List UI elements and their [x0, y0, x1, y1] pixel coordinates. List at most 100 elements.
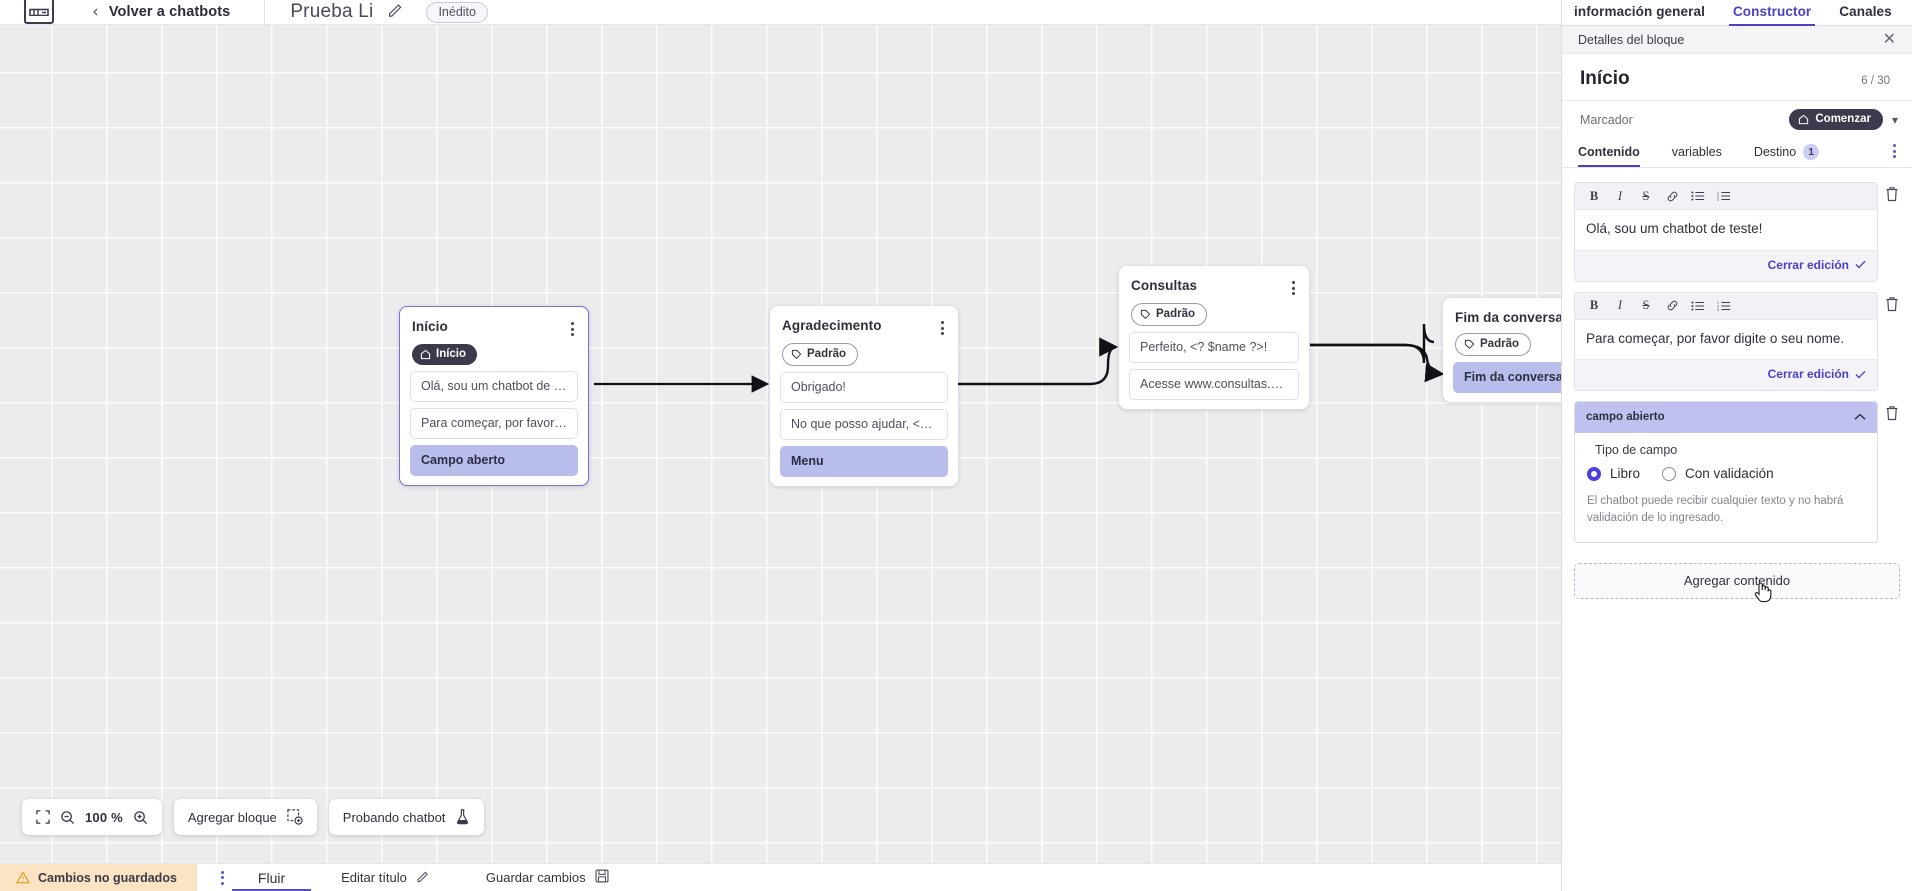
bulleted-list-icon[interactable]: [1685, 296, 1711, 316]
node-kebab-menu[interactable]: [941, 318, 944, 335]
node-tag-default[interactable]: Padrão: [1131, 303, 1207, 326]
flow-node-agradecimento[interactable]: Agradecimento Padrão Obrigado! No que po…: [770, 306, 958, 486]
trash-icon[interactable]: [1884, 296, 1900, 312]
add-content-button[interactable]: Agregar contenido: [1574, 562, 1900, 602]
close-edit-button[interactable]: Cerrar edición: [1768, 367, 1866, 381]
back-to-chatbots-link[interactable]: Volver a chatbots: [108, 4, 231, 20]
strikethrough-icon[interactable]: S: [1642, 188, 1650, 203]
flow-node-consultas[interactable]: Consultas Padrão Perfeito, <? $name ?>! …: [1119, 266, 1309, 409]
svg-text:1: 1: [1717, 300, 1719, 304]
marker-chip[interactable]: Comenzar: [1789, 109, 1883, 130]
link-icon[interactable]: [1659, 296, 1685, 316]
editor-text[interactable]: Olá, sou um chatbot de teste!: [1575, 210, 1877, 250]
node-body: Olá, sou um chatbot de teste! Para começ…: [400, 371, 588, 476]
node-kebab-menu[interactable]: [1292, 278, 1295, 295]
section-kebab-menu[interactable]: [1893, 144, 1896, 158]
node-tag-default[interactable]: Padrão: [1455, 333, 1531, 356]
node-chip-action[interactable]: Menu: [780, 446, 948, 477]
app-logo-icon[interactable]: [24, 0, 54, 24]
open-field-block[interactable]: campo abierto Tipo de campo Libro: [1574, 401, 1878, 543]
svg-text:2: 2: [1717, 194, 1719, 198]
close-edit-button[interactable]: Cerrar edición: [1768, 258, 1866, 272]
tab-contenido[interactable]: Contenido: [1578, 145, 1640, 167]
bold-icon[interactable]: B: [1589, 298, 1599, 313]
add-block-button[interactable]: Agregar bloque: [173, 799, 317, 835]
node-header: Agradecimento: [770, 316, 958, 335]
add-content-label: Agregar contenido: [1683, 573, 1791, 589]
flow-node-fim-da-conversa[interactable]: Fim da conversa Padrão Fim da conversa: [1443, 298, 1561, 402]
radio-con-validacion[interactable]: Con validación: [1662, 466, 1774, 481]
node-tag-default[interactable]: Padrão: [782, 343, 858, 366]
flow-canvas[interactable]: Início Início Olá, sou um chatbot de tes…: [0, 25, 1561, 863]
editor-text[interactable]: Para começar, por favor digite o seu nom…: [1575, 319, 1877, 360]
home-icon: [1799, 114, 1809, 124]
italic-icon[interactable]: I: [1617, 298, 1623, 313]
italic-icon[interactable]: I: [1617, 188, 1623, 203]
save-changes-button[interactable]: Guardar cambios: [486, 869, 609, 886]
trash-icon[interactable]: [1884, 405, 1900, 421]
tag-icon: [791, 349, 802, 359]
bold-icon[interactable]: B: [1589, 188, 1599, 203]
tab-destino[interactable]: Destino 1: [1753, 144, 1820, 167]
zoom-in-icon[interactable]: [133, 810, 148, 825]
destino-count-badge: 1: [1803, 144, 1820, 160]
radio-con-validacion-input[interactable]: [1662, 466, 1677, 481]
bottom-kebab-menu[interactable]: [220, 870, 224, 885]
pencil-icon[interactable]: [387, 1, 404, 23]
node-kebab-menu[interactable]: [571, 319, 574, 336]
link-icon[interactable]: [1659, 186, 1685, 206]
bulleted-list-icon[interactable]: [1685, 186, 1711, 206]
chevron-down-icon[interactable]: ▾: [1891, 112, 1898, 127]
node-chip-action[interactable]: Fim da conversa: [1453, 362, 1561, 393]
marker-control[interactable]: Comenzar ▾: [1789, 109, 1898, 130]
node-chip-message[interactable]: Olá, sou um chatbot de teste!: [410, 371, 578, 402]
block-title-row: Início 6 / 30: [1562, 54, 1912, 101]
node-title: Início: [412, 319, 448, 334]
node-chip-action[interactable]: Campo aberto: [410, 445, 578, 476]
chevron-left-icon[interactable]: ‹: [92, 1, 99, 22]
check-icon: [1855, 260, 1866, 269]
tab-constructor[interactable]: Constructor: [1728, 4, 1816, 26]
close-icon[interactable]: ✕: [1882, 30, 1896, 48]
radio-con-validacion-label: Con validación: [1685, 466, 1774, 482]
block-count: 6 / 30: [1861, 75, 1890, 87]
tab-destino-label: Destino: [1753, 145, 1797, 159]
tab-variables[interactable]: variables: [1672, 145, 1722, 166]
node-chip-message[interactable]: Acesse www.consultas.com par...: [1129, 369, 1299, 400]
node-chip-message[interactable]: Perfeito, <? $name ?>!: [1129, 332, 1299, 363]
tab-canales[interactable]: Canales: [1839, 4, 1892, 19]
tab-informacion-general[interactable]: información general: [1574, 4, 1705, 19]
panel-subheader: Detalles del bloque ✕: [1562, 26, 1912, 54]
node-body: Fim da conversa: [1443, 362, 1561, 393]
test-chatbot-button[interactable]: Probando chatbot: [328, 799, 485, 835]
node-chip-message[interactable]: No que posso ajudar, <? $name ...: [780, 409, 948, 440]
bottom-bar: Cambios no guardados Fluir Editar título…: [0, 863, 1561, 891]
tab-fluir[interactable]: Fluir: [231, 864, 312, 891]
radio-libro[interactable]: Libro: [1587, 466, 1640, 481]
tab-fluir-label: Fluir: [257, 869, 286, 886]
zoom-out-icon[interactable]: [60, 810, 75, 825]
node-header: Início: [400, 317, 588, 336]
trash-icon[interactable]: [1884, 186, 1900, 202]
marker-row: Marcador Comenzar ▾: [1562, 101, 1912, 138]
node-chip-message[interactable]: Obrigado!: [780, 372, 948, 403]
flow-node-inicio[interactable]: Início Início Olá, sou um chatbot de tes…: [399, 306, 589, 486]
node-title: Fim da conversa: [1455, 310, 1561, 325]
field-type-radio-group: Libro Con validación: [1587, 466, 1865, 481]
fit-screen-icon[interactable]: [36, 810, 50, 824]
node-chip-message[interactable]: Para começar, por favor digite o ...: [410, 408, 578, 439]
edit-title-button[interactable]: Editar título: [341, 869, 430, 886]
zoom-controls[interactable]: 100 %: [22, 799, 162, 835]
open-field-header[interactable]: campo abierto: [1575, 402, 1877, 434]
radio-libro-input[interactable]: [1587, 466, 1601, 481]
node-tag-row: Padrão: [1119, 295, 1309, 332]
node-tag-start[interactable]: Início: [412, 344, 478, 365]
strikethrough-icon[interactable]: S: [1642, 298, 1650, 313]
chevron-up-icon[interactable]: [1854, 408, 1866, 426]
